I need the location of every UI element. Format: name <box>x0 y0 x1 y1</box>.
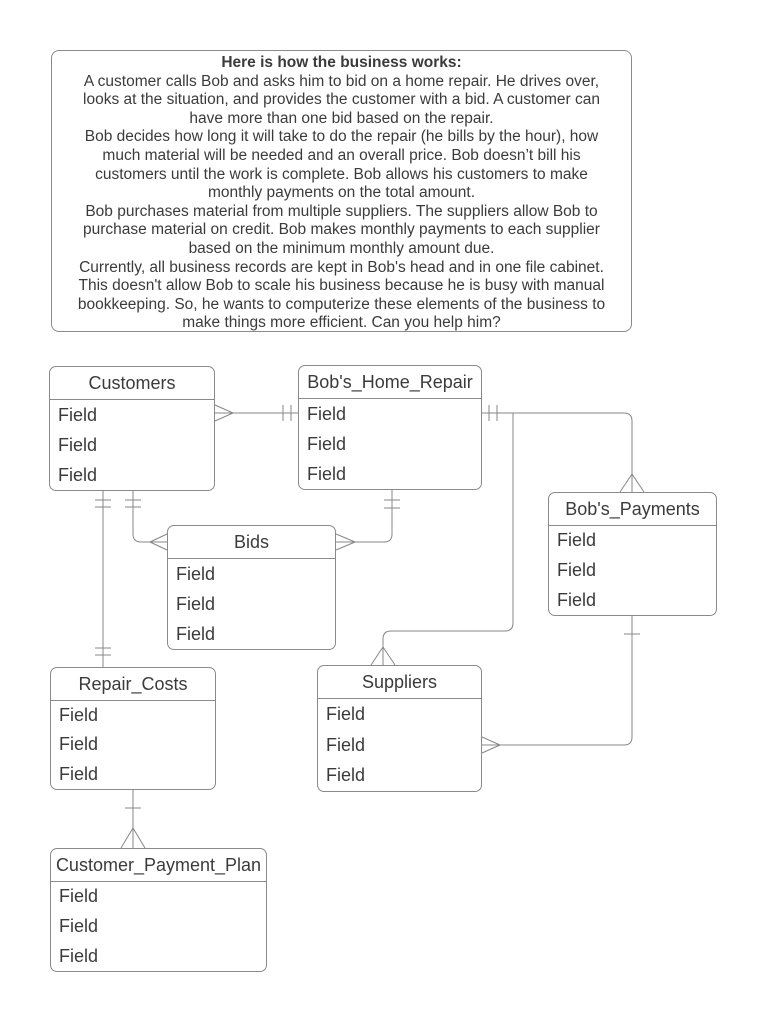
double-tick-one-icon <box>125 499 141 508</box>
description-line: make things more efficient. Can you help… <box>182 314 501 332</box>
entity-customer-payment-plan[interactable]: Customer_Payment_Plan Field Field Field <box>50 848 267 972</box>
description-line: based on the minimum monthly amount due. <box>188 239 495 257</box>
description-line: have more than one bid based on the repa… <box>189 109 494 127</box>
double-tick-one-icon <box>384 499 400 509</box>
description-line: purchase material on credit. Bob makes m… <box>83 221 600 239</box>
crowsfoot-many-icon <box>214 404 234 422</box>
description-title: Here is how the business works: <box>221 54 462 71</box>
entity-title: Customers <box>50 367 214 400</box>
entity-suppliers[interactable]: Suppliers Field Field Field <box>317 665 482 792</box>
entity-bobs-payments[interactable]: Bob's_Payments Field Field Field <box>548 492 717 616</box>
double-tick-one-icon <box>95 499 111 508</box>
description-line: A customer calls Bob and asks him to bid… <box>83 72 600 90</box>
entity-fields: Field Field Field <box>168 559 335 649</box>
entity-customers[interactable]: Customers Field Field Field <box>49 366 215 491</box>
entity-title: Customer_Payment_Plan <box>51 849 266 882</box>
entity-field: Field <box>307 463 347 484</box>
connector-line <box>355 490 393 543</box>
double-tick-one-icon <box>488 405 498 421</box>
connector-bids-bobs-home-repair <box>335 490 400 551</box>
entity-field: Field <box>326 703 366 724</box>
entity-bids[interactable]: Bids Field Field Field <box>167 525 336 650</box>
entity-field: Field <box>59 945 99 966</box>
crowsfoot-many-icon <box>370 646 396 666</box>
entity-field: Field <box>307 403 347 424</box>
entity-field: Field <box>176 593 216 614</box>
crowsfoot-many-icon <box>619 473 645 493</box>
entity-field: Field <box>58 434 98 455</box>
entity-title: Bob's_Payments <box>549 493 716 526</box>
entity-fields: Field Field Field <box>549 526 716 615</box>
entity-title: Repair_Costs <box>51 668 215 701</box>
entity-field: Field <box>59 763 99 784</box>
entity-field: Field <box>59 734 99 755</box>
entity-field: Field <box>557 560 597 580</box>
entity-field: Field <box>176 623 216 644</box>
description-line: Currently, all business records are kept… <box>79 258 604 276</box>
entity-fields: Field Field Field <box>51 882 266 971</box>
entity-field: Field <box>326 734 366 755</box>
description-line: customers until the work is complete. Bo… <box>95 165 588 183</box>
connector-line <box>132 491 150 543</box>
description-line: monthly payments on the total amount. <box>207 184 476 202</box>
crowsfoot-many-icon <box>149 533 168 551</box>
entity-field: Field <box>59 705 99 726</box>
connector-customers-bobs-home-repair <box>214 404 298 422</box>
entity-repair-costs[interactable]: Repair_Costs Field Field Field <box>50 667 216 790</box>
double-tick-one-icon <box>282 405 292 421</box>
entity-fields: Field Field Field <box>51 701 215 789</box>
connector-bobs-home-repair-bobs-payments <box>482 405 645 493</box>
entity-fields: Field Field Field <box>299 399 481 489</box>
entity-field: Field <box>59 886 99 907</box>
connector-line <box>382 413 514 647</box>
connector-line <box>482 412 633 474</box>
connector-bobs-payments-suppliers <box>481 615 640 754</box>
entity-field: Field <box>557 530 597 551</box>
connector-repair-costs-customer-payment-plan <box>120 790 146 849</box>
entity-title: Bob's_Home_Repair <box>299 366 481 399</box>
entity-field: Field <box>176 563 216 584</box>
description-line: bookkeeping. So, he wants to computerize… <box>77 295 606 313</box>
business-description-panel: Here is how the business works: A custom… <box>51 50 632 332</box>
connector-customers-repair-costs <box>95 491 111 667</box>
connector-bobs-home-repair-suppliers <box>370 413 514 666</box>
entity-title: Bids <box>168 526 335 559</box>
entity-field: Field <box>58 464 98 485</box>
connector-line <box>500 615 633 746</box>
entity-title: Suppliers <box>318 666 481 699</box>
description-line: looks at the situation, and provides the… <box>83 91 600 109</box>
connector-customers-bids <box>125 491 168 551</box>
double-tick-one-icon <box>95 647 111 656</box>
crowsfoot-many-icon <box>120 827 146 849</box>
crowsfoot-many-icon <box>335 533 356 551</box>
entity-bobs-home-repair[interactable]: Bob's_Home_Repair Field Field Field <box>298 365 482 490</box>
description-line: This doesn't allow Bob to scale his busi… <box>78 277 605 295</box>
description-line: Bob purchases material from multiple sup… <box>85 202 598 220</box>
entity-fields: Field Field Field <box>50 400 214 490</box>
entity-field: Field <box>59 916 99 936</box>
crowsfoot-many-icon <box>481 736 501 754</box>
entity-fields: Field Field Field <box>318 699 481 791</box>
description-line: Bob decides how long it will take to do … <box>84 128 599 146</box>
entity-field: Field <box>307 433 347 454</box>
entity-field: Field <box>58 404 98 425</box>
entity-field: Field <box>326 765 366 786</box>
description-line: much material will be needed and an over… <box>102 146 581 164</box>
entity-field: Field <box>557 589 597 610</box>
